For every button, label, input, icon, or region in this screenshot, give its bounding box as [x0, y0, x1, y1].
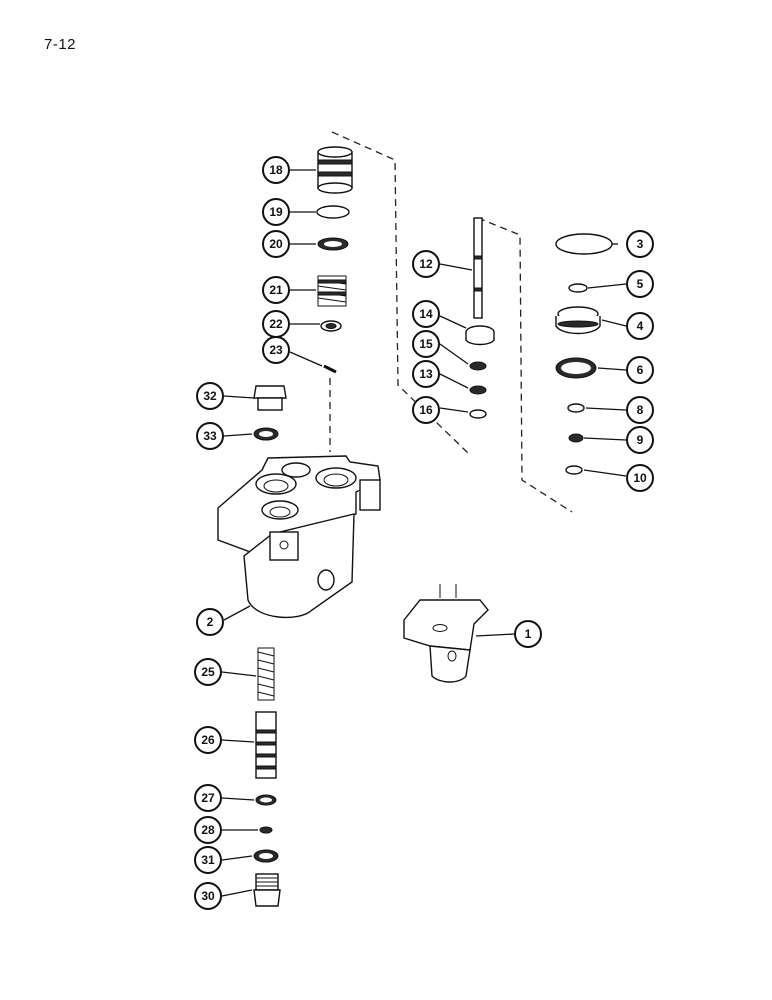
svg-text:4: 4	[637, 319, 644, 333]
callout-25: 25	[194, 658, 222, 686]
part-8-washer	[567, 403, 585, 413]
part-2-valve-housing	[217, 455, 381, 619]
svg-text:2: 2	[207, 615, 214, 629]
part-21-spring	[317, 275, 347, 307]
svg-text:14: 14	[419, 307, 433, 321]
part-10-washer	[565, 465, 583, 475]
leader-lines	[221, 169, 627, 897]
part-30-plug	[253, 873, 281, 907]
svg-text:10: 10	[633, 471, 647, 485]
callout-13: 13	[412, 360, 440, 388]
callout-9: 9	[626, 426, 654, 454]
svg-text:32: 32	[203, 389, 217, 403]
part-23-pin	[323, 364, 337, 374]
part-1-valve-assembly	[403, 584, 489, 683]
callout-5: 5	[626, 270, 654, 298]
callout-14: 14	[412, 300, 440, 328]
svg-text:6: 6	[637, 363, 644, 377]
svg-text:16: 16	[419, 403, 433, 417]
callout-21: 21	[262, 276, 290, 304]
part-12-shaft	[473, 217, 483, 319]
callout-1: 1	[514, 620, 542, 648]
part-32-plug	[253, 385, 287, 411]
callout-10: 10	[626, 464, 654, 492]
part-15-seal	[469, 361, 487, 371]
callout-16: 16	[412, 396, 440, 424]
svg-text:9: 9	[637, 433, 644, 447]
svg-text:27: 27	[201, 791, 215, 805]
svg-text:21: 21	[269, 283, 283, 297]
callout-18: 18	[262, 156, 290, 184]
callout-26: 26	[194, 726, 222, 754]
svg-text:19: 19	[269, 205, 283, 219]
callout-33: 33	[196, 422, 224, 450]
part-14-piston	[465, 325, 495, 346]
callout-27: 27	[194, 784, 222, 812]
callout-20: 20	[262, 230, 290, 258]
svg-text:8: 8	[637, 403, 644, 417]
svg-text:12: 12	[419, 257, 433, 271]
callout-6: 6	[626, 356, 654, 384]
part-28-ring	[259, 826, 273, 834]
part-5-washer	[568, 283, 588, 293]
svg-text:23: 23	[269, 343, 283, 357]
callout-8: 8	[626, 396, 654, 424]
part-4-cap	[555, 306, 601, 335]
page-number: 7-12	[44, 36, 77, 53]
callout-2: 2	[196, 608, 224, 636]
svg-text:18: 18	[269, 163, 283, 177]
callout-32: 32	[196, 382, 224, 410]
svg-text:5: 5	[637, 277, 644, 291]
dashed-guide-left	[331, 131, 471, 456]
callout-4: 4	[626, 312, 654, 340]
part-25-spring	[257, 647, 275, 701]
callout-22: 22	[262, 310, 290, 338]
callout-30: 30	[194, 882, 222, 910]
part-19-washer	[316, 205, 350, 219]
svg-text:25: 25	[201, 665, 215, 679]
callout-15: 15	[412, 330, 440, 358]
svg-text:13: 13	[419, 367, 433, 381]
part-9-seal	[568, 433, 584, 443]
callout-12: 12	[412, 250, 440, 278]
part-22-seat	[320, 320, 342, 332]
svg-text:22: 22	[269, 317, 283, 331]
callout-19: 19	[262, 198, 290, 226]
part-3-snap-ring	[555, 233, 613, 255]
callout-31: 31	[194, 846, 222, 874]
part-18-sleeve	[317, 146, 353, 194]
callout-28: 28	[194, 816, 222, 844]
part-13-ring	[469, 385, 487, 395]
part-26-spool	[255, 711, 277, 779]
svg-text:3: 3	[637, 237, 644, 251]
svg-text:1: 1	[525, 627, 532, 641]
svg-text:30: 30	[201, 889, 215, 903]
svg-text:31: 31	[201, 853, 215, 867]
svg-text:33: 33	[203, 429, 217, 443]
svg-text:20: 20	[269, 237, 283, 251]
svg-text:15: 15	[419, 337, 433, 351]
callout-3: 3	[626, 230, 654, 258]
callout-23: 23	[262, 336, 290, 364]
svg-text:26: 26	[201, 733, 215, 747]
svg-text:28: 28	[201, 823, 215, 837]
part-16-washer	[469, 409, 487, 419]
